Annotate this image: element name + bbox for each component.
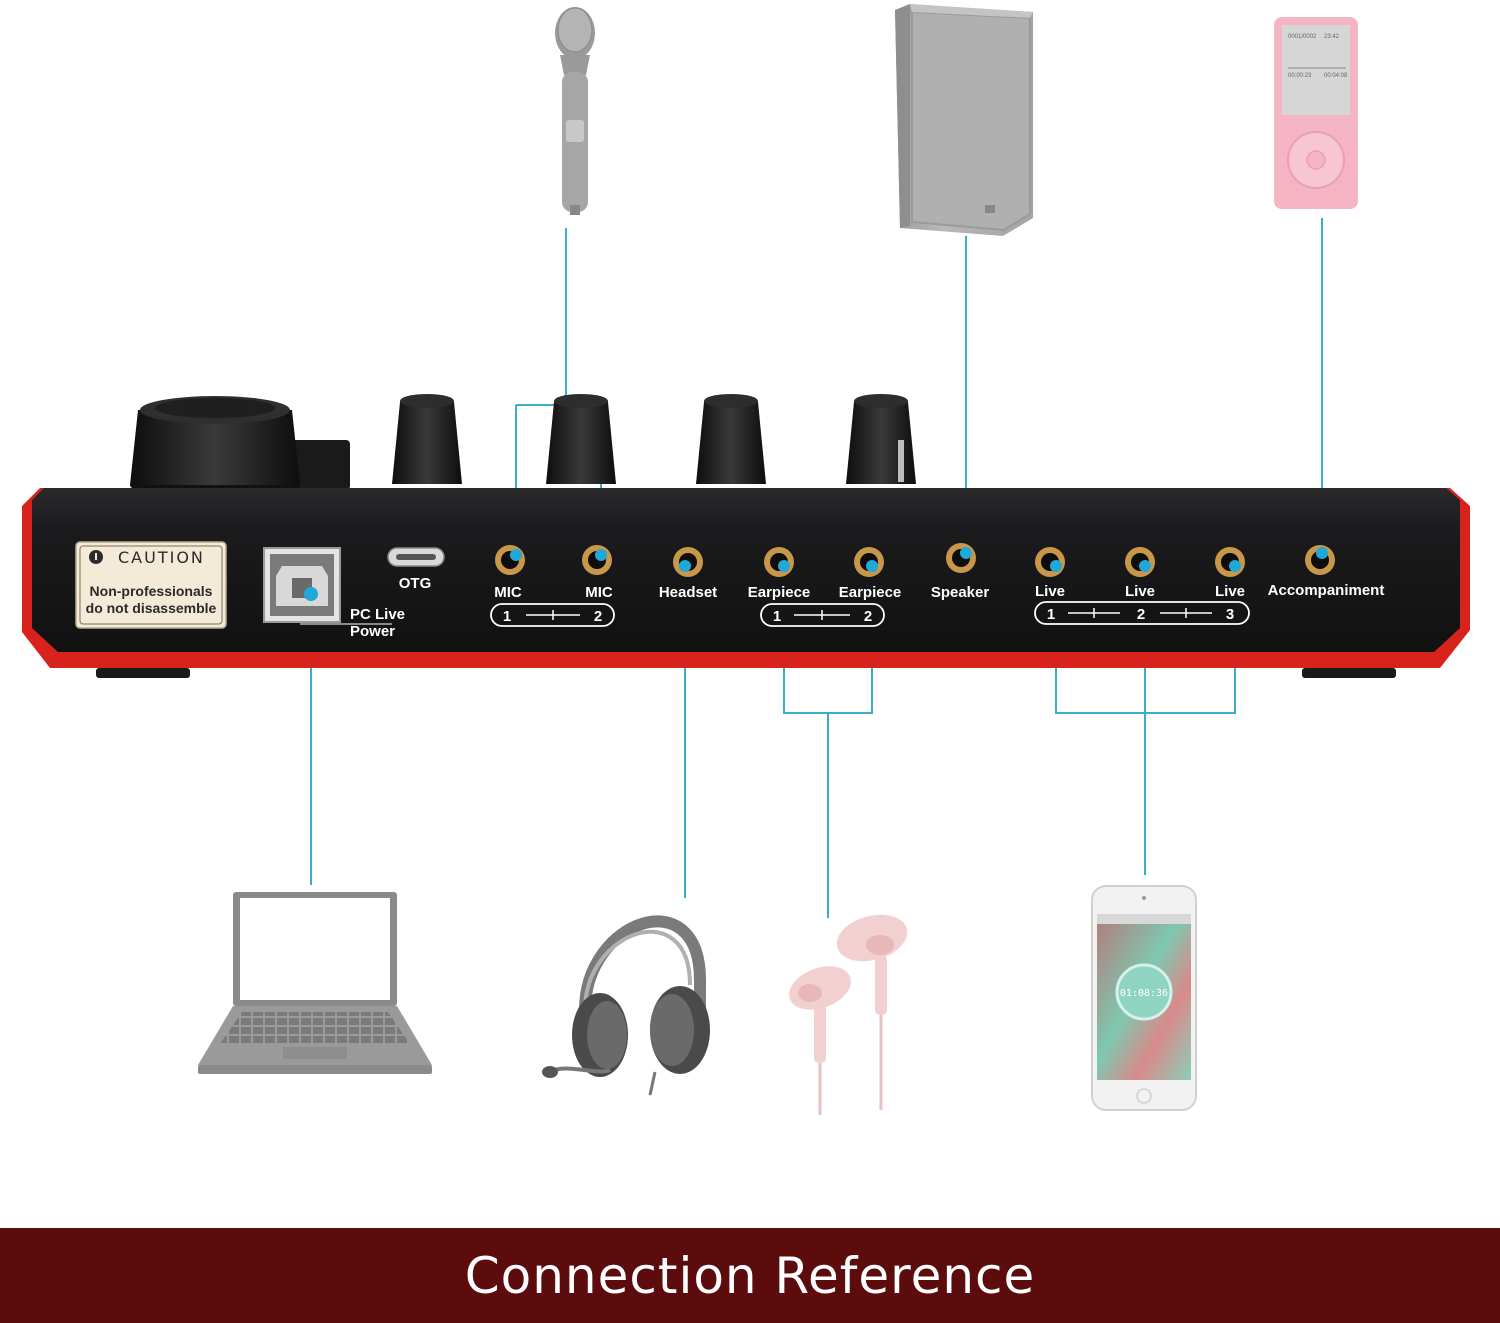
master-volume-knob (130, 396, 350, 499)
accompaniment-label: Accompaniment (1268, 582, 1385, 599)
headset-jack[interactable] (673, 547, 703, 577)
mic-2-label: MIC (585, 584, 613, 601)
earpiece-1-label: Earpiece (748, 584, 811, 601)
laptop-icon (198, 892, 432, 1074)
usb-c-otg-port[interactable] (387, 547, 445, 567)
pc-live-label-1: PC Live (350, 606, 405, 623)
live-jack-1[interactable] (1035, 547, 1065, 577)
earpiece-group-1: 1 (773, 608, 781, 625)
caution-line-1: Non-professionals (90, 583, 213, 599)
earphones-icon (789, 914, 908, 1115)
live-jack-3[interactable] (1215, 547, 1245, 577)
live-group-1: 1 (1047, 606, 1055, 623)
player-total: 00:04:08 (1324, 73, 1348, 79)
earpiece-2-label: Earpiece (839, 584, 902, 601)
earpiece-jack-1[interactable] (764, 547, 794, 577)
knob-4 (846, 394, 916, 484)
live-1-label: Live (1035, 583, 1065, 600)
smartphone-icon: 01:08:36 (1091, 885, 1197, 1111)
live-group-3: 3 (1226, 606, 1234, 623)
mic-1-label: MIC (494, 584, 522, 601)
earpiece-jack-2[interactable] (854, 547, 884, 577)
mp3-player-icon: 0001/0002 23:42 00:00:23 00:04:08 (1274, 17, 1358, 209)
mic-jack-2[interactable] (582, 545, 612, 575)
live-jack-2[interactable] (1125, 547, 1155, 577)
otg-label: OTG (399, 575, 432, 592)
live-sound-card-device: CAUTION Non-professionals do not disasse… (22, 394, 1470, 678)
mic-jack-1[interactable] (495, 545, 525, 575)
microphone-icon (555, 7, 595, 215)
pc-live-label-2: Power (350, 623, 395, 640)
caution-title: CAUTION (118, 548, 205, 567)
player-clock: 23:42 (1324, 34, 1340, 40)
mic-group-2: 2 (594, 608, 602, 625)
title-banner: Connection Reference (0, 1228, 1500, 1323)
mic-group-bracket: 1 2 (490, 603, 615, 627)
headset-label: Headset (659, 584, 717, 601)
knob-1 (392, 394, 462, 484)
player-elapsed: 00:00:23 (1288, 73, 1312, 79)
mic-group-1: 1 (503, 608, 511, 625)
banner-title: Connection Reference (464, 1246, 1036, 1305)
phone-timer: 01:08:36 (1120, 988, 1168, 999)
live-3-label: Live (1215, 583, 1245, 600)
accompaniment-jack[interactable] (1305, 545, 1335, 575)
speaker-cabinet-icon (895, 4, 1033, 236)
knob-3 (696, 394, 766, 484)
earpiece-group-2: 2 (864, 608, 872, 625)
speaker-jack[interactable] (946, 543, 976, 573)
caution-line-2: do not disassemble (86, 600, 217, 616)
speaker-label: Speaker (931, 584, 990, 601)
earpiece-group-bracket: 1 2 (760, 603, 885, 627)
headphones-icon (542, 915, 710, 1096)
caution-label: CAUTION Non-professionals do not disasse… (75, 541, 227, 629)
live-group-2: 2 (1137, 606, 1145, 623)
knob-2 (546, 394, 616, 484)
live-2-label: Live (1125, 583, 1155, 600)
usb-b-port[interactable] (263, 547, 341, 623)
live-group-bracket: 1 2 3 (1034, 601, 1250, 625)
player-track: 0001/0002 (1288, 34, 1317, 40)
connection-diagram: 0001/0002 23:42 00:00:23 00:04:08 (22, 4, 1470, 1115)
